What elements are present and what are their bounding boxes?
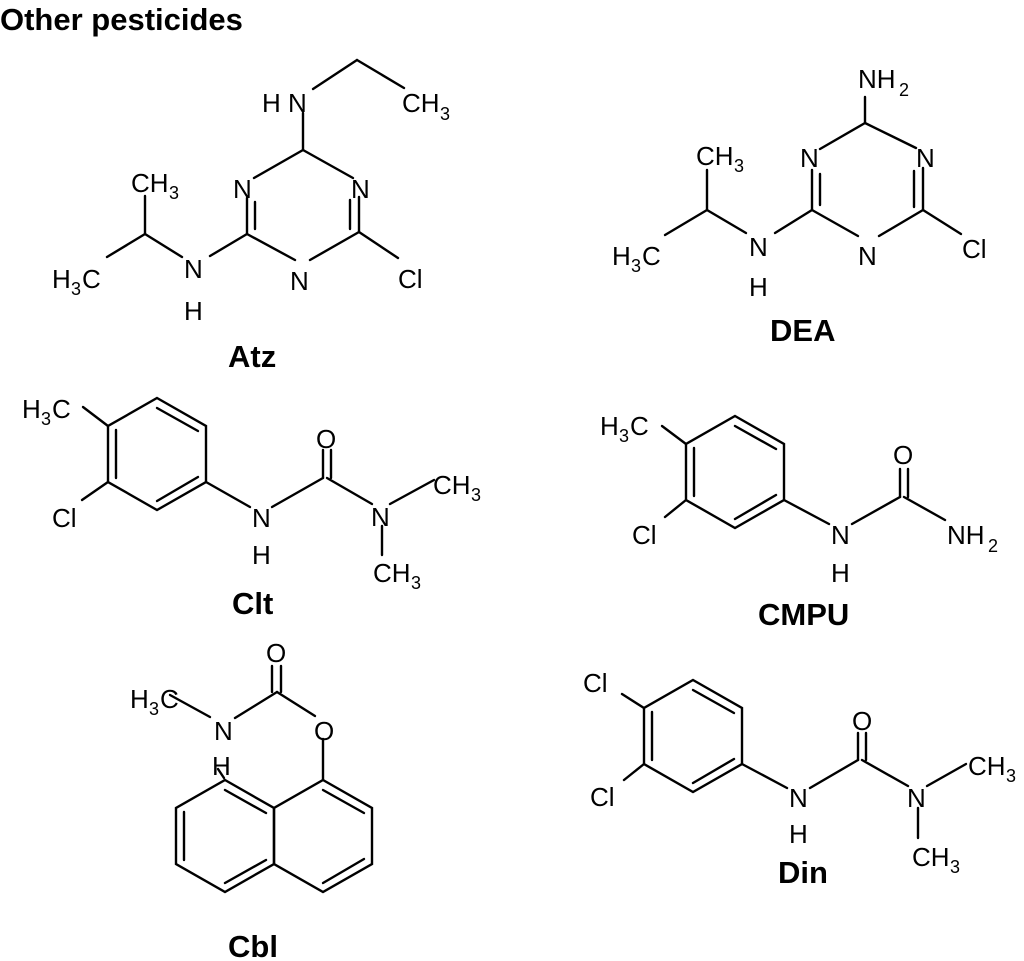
- clt-h3c-subscript: 3: [41, 409, 51, 429]
- clt-nh-h: H: [252, 540, 271, 570]
- din-nh-h: H: [789, 819, 808, 849]
- label-din: Din: [778, 855, 828, 890]
- clt-ch3-a: CH: [433, 470, 471, 500]
- dea-h3c-h: H: [612, 241, 631, 271]
- din-cl-1: Cl: [583, 668, 608, 698]
- figure-heading: Other pesticides: [0, 2, 243, 37]
- atz-ch3-iso: CH: [131, 168, 169, 198]
- dea-nh2: NH: [858, 64, 896, 94]
- clt-bonds: [80, 396, 436, 557]
- atz-ring-n3: N: [290, 266, 309, 296]
- structure-dea: NH 2 CH 3 N N N H 3 C N H Cl DEA: [612, 64, 987, 348]
- atz-nh-n: N: [184, 254, 203, 284]
- atz-h3c-subscript: 3: [71, 279, 81, 299]
- dea-nh-n: N: [749, 232, 768, 262]
- atz-h3c-h: H: [52, 264, 71, 294]
- dea-bonds: [663, 95, 963, 238]
- clt-carbonyl-o: O: [316, 424, 336, 454]
- clt-cl: Cl: [52, 503, 77, 533]
- dea-h3c-c: C: [642, 241, 661, 271]
- atz-ch3-iso-subscript: 3: [169, 183, 179, 203]
- label-cbl: Cbl: [228, 929, 278, 961]
- label-dea: DEA: [770, 313, 835, 348]
- din-nh-n: N: [789, 783, 808, 813]
- clt-h3c-c: C: [52, 394, 71, 424]
- structure-cbl: H 3 C O N O H Cbl: [130, 638, 374, 961]
- din-ch3-b-subscript: 3: [950, 857, 960, 877]
- clt-ch3-b: CH: [373, 558, 411, 588]
- atz-nh-h: H: [184, 296, 203, 326]
- cmpu-nh-h: H: [831, 558, 850, 588]
- cmpu-nh2: NH: [947, 520, 985, 550]
- atz-bonds: [105, 58, 406, 262]
- label-atz: Atz: [228, 339, 276, 374]
- clt-h3c-h: H: [22, 394, 41, 424]
- clt-nh-n: N: [252, 503, 271, 533]
- cmpu-nh2-subscript: 2: [988, 536, 998, 556]
- cbl-h3c-h: H: [130, 684, 149, 714]
- structure-atz: H N CH 3 CH 3 N N N H 3 C N H Cl Atz: [52, 58, 450, 374]
- din-bonds: [620, 678, 968, 840]
- cmpu-carbonyl-o: O: [893, 440, 913, 470]
- din-cl-2: Cl: [590, 782, 615, 812]
- cbl-h3c-subscript: 3: [149, 699, 159, 719]
- cbl-h3c-c: C: [160, 684, 179, 714]
- cbl-ester-o: O: [314, 716, 334, 746]
- cbl-carbonyl-o: O: [266, 638, 286, 668]
- dea-ring-n2: N: [916, 143, 935, 173]
- label-clt: Clt: [232, 586, 273, 621]
- clt-ch3-b-subscript: 3: [411, 573, 421, 593]
- din-ch3-b: CH: [912, 842, 950, 872]
- cmpu-nh-n: N: [831, 520, 850, 550]
- structure-clt: H 3 C Cl O N H N CH 3 CH 3 Clt: [22, 394, 481, 621]
- din-n: N: [907, 783, 926, 813]
- dea-ch3: CH: [696, 141, 734, 171]
- atz-h3c-c: C: [82, 264, 101, 294]
- din-carbonyl-o: O: [852, 706, 872, 736]
- atz-ch3-top-subscript: 3: [440, 104, 450, 124]
- clt-n: N: [371, 502, 390, 532]
- dea-nh2-subscript: 2: [899, 80, 909, 100]
- cbl-n: N: [214, 716, 233, 746]
- dea-ch3-subscript: 3: [734, 156, 744, 176]
- cmpu-cl: Cl: [632, 520, 657, 550]
- structure-cmpu: H 3 C Cl O N H NH 2 CMPU: [600, 411, 998, 632]
- structure-din: Cl Cl O N H N CH 3 CH 3 Din: [583, 668, 1016, 890]
- label-cmpu: CMPU: [758, 597, 849, 632]
- din-ch3-a: CH: [968, 751, 1006, 781]
- dea-nh-h: H: [749, 272, 768, 302]
- cbl-nh-h: H: [212, 751, 231, 781]
- atz-ring-n1: N: [233, 174, 252, 204]
- clt-ch3-a-subscript: 3: [471, 485, 481, 505]
- dea-ring-n3: N: [858, 241, 877, 271]
- dea-ring-n1: N: [800, 143, 819, 173]
- cbl-bonds: [168, 664, 374, 894]
- cmpu-h3c-subscript: 3: [619, 426, 629, 446]
- cmpu-bonds: [660, 414, 947, 530]
- atz-cl: Cl: [398, 264, 423, 294]
- dea-h3c-subscript: 3: [631, 256, 641, 276]
- cmpu-h3c-h: H: [600, 411, 619, 441]
- din-ch3-a-subscript: 3: [1006, 766, 1016, 786]
- dea-cl: Cl: [962, 234, 987, 264]
- cmpu-h3c-c: C: [630, 411, 649, 441]
- atz-ch3-top: CH: [402, 88, 440, 118]
- atz-ring-n2: N: [351, 174, 370, 204]
- atz-nh-top: H N: [262, 88, 307, 118]
